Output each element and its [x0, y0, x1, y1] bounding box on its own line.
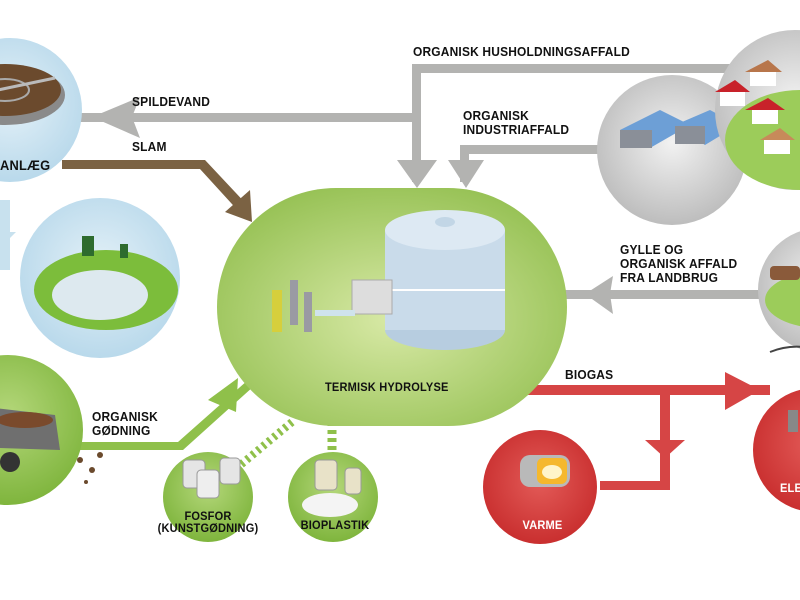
flow-biogas — [525, 372, 770, 490]
trailer-icon — [0, 408, 103, 484]
flow-label-agri-3: FRA LANDBRUG — [620, 270, 719, 285]
flow-wastewater — [70, 97, 420, 138]
flow-label-biogas: BIOGAS — [565, 367, 614, 382]
flow-label-agri-1: GYLLE OG — [620, 242, 684, 257]
flow-agri-waste — [565, 276, 765, 314]
node-label-treatment-plant: ANLÆG — [0, 157, 51, 173]
node-label-phosphorus-1: FOSFOR — [184, 509, 232, 523]
flow-household-waste — [397, 64, 742, 188]
flow-label-wastewater: SPILDEVAND — [132, 94, 211, 109]
node-label-phosphorus-2: (KUNSTGØDNING) — [157, 521, 259, 535]
hub-label: TERMISK HYDROLYSE — [325, 380, 449, 394]
flow-phosphorus-dotted — [235, 418, 295, 471]
flow-label-fertilizer-2: GØDNING — [92, 423, 151, 438]
pylon-icon — [769, 345, 800, 432]
flow-label-agri-2: ORGANISK AFFALD — [620, 256, 738, 271]
flow-label-sludge: SLAM — [132, 139, 167, 154]
flow-organic-fertilizer — [80, 378, 254, 450]
flow-label-industrial-waste-1: ORGANISK — [463, 108, 529, 123]
flow-label-household-waste: ORGANISK HUSHOLDNINGSAFFALD — [413, 44, 630, 59]
sacks-icon — [182, 457, 241, 499]
node-label-electricity: ELE — [780, 481, 800, 495]
houses-icon — [715, 60, 800, 190]
node-label-bioplastic: BIOPLASTIK — [300, 518, 370, 532]
flow-label-fertilizer-1: ORGANISK — [92, 409, 158, 424]
flow-sludge — [62, 160, 252, 222]
node-label-heat: VARME — [522, 518, 563, 532]
boiler-icon — [520, 455, 570, 487]
hydrolysis-plant-illustration — [272, 210, 505, 350]
bioplastic-sacks-icon — [302, 459, 362, 517]
wetland-icon — [34, 236, 178, 330]
flow-label-industrial-waste-2: INDUSTRIAFFALD — [463, 122, 570, 137]
clarifier-icon — [0, 64, 65, 125]
cow-icon — [765, 266, 800, 327]
flow-industrial-waste — [448, 145, 610, 188]
flow-wetland-link — [0, 200, 16, 270]
